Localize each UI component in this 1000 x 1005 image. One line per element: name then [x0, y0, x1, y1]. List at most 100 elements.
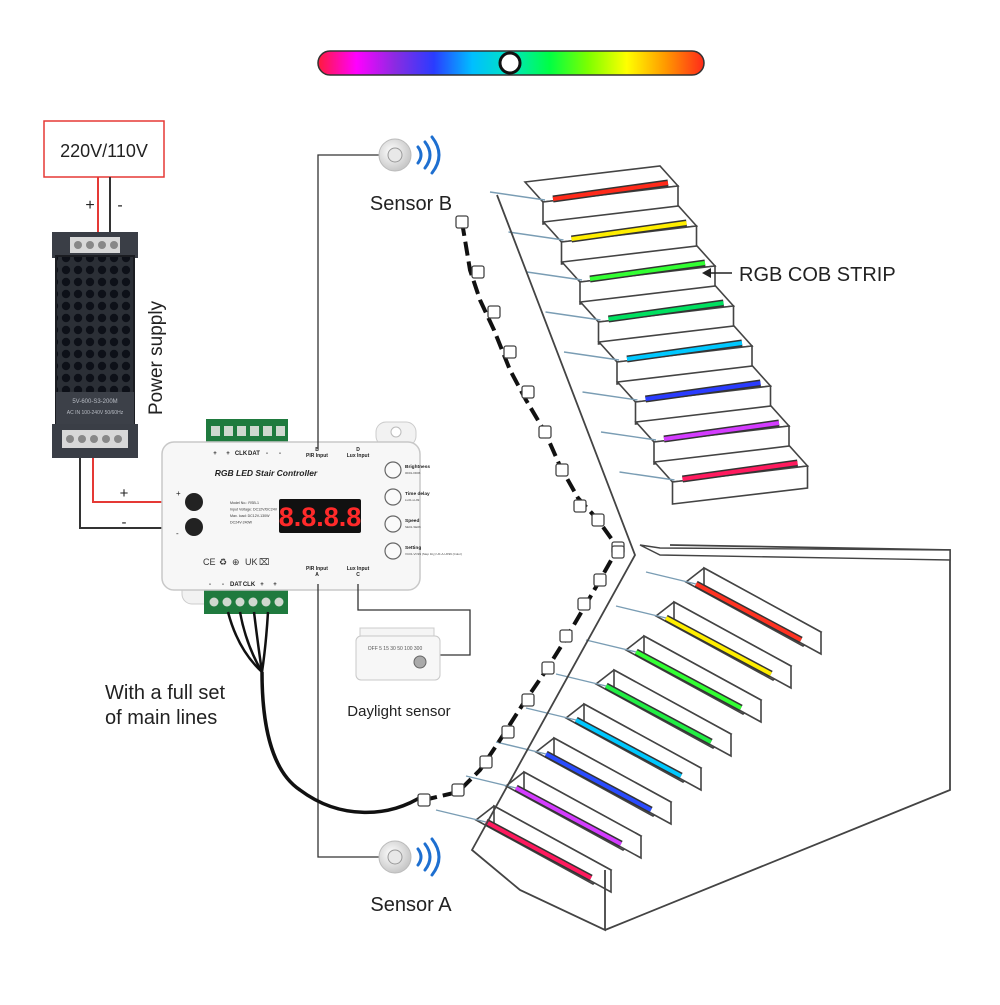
rgb-cob-strip-light	[663, 421, 780, 441]
top-terminal-label: +	[226, 451, 230, 457]
daylight-sensor-label: Daylight sensor	[347, 703, 450, 720]
strip-callout: RGB COB STRIP	[702, 264, 896, 286]
strip-wire	[645, 571, 697, 585]
bottom-terminal-label: +	[260, 582, 264, 588]
stair-connector-box	[501, 725, 515, 739]
power-supply-label: Power supply	[146, 300, 167, 415]
power-case-text-1: 5V-600-S3-200M	[72, 399, 117, 405]
top-terminal-block	[211, 426, 285, 436]
bottom-terminal-label: -	[209, 582, 211, 588]
color-slider-bar	[317, 50, 705, 76]
rgb-cob-strip-light	[552, 181, 669, 201]
strip-wire	[508, 231, 564, 241]
sensor-a: Sensor A	[370, 837, 452, 916]
svg-text:UK: UK	[245, 557, 258, 567]
sensor-a-label: Sensor A	[370, 894, 452, 916]
lux-input-c-port: C	[356, 572, 360, 578]
lux-input-d-port: Lux Input	[347, 453, 370, 459]
dc-plus-label: +	[120, 485, 129, 502]
svg-text:⊕: ⊕	[232, 557, 240, 567]
voltage-label: 220V/110V	[60, 141, 148, 161]
top-terminal-label: DAT	[248, 451, 260, 457]
controller-button-label: Setting	[405, 545, 421, 551]
strip-wire	[489, 191, 546, 201]
controller-button-label: Time delay	[405, 491, 430, 497]
arrow-left-icon	[702, 268, 711, 278]
strip-wire	[563, 351, 620, 361]
rgb-cob-strip-light	[571, 221, 687, 241]
pir-input-a-port: PIR Input	[306, 566, 328, 572]
strip-wire	[545, 311, 601, 321]
sensor-b: Sensor B	[370, 135, 452, 215]
svg-text:♻: ♻	[219, 557, 227, 567]
svg-text:CE: CE	[203, 557, 216, 567]
stair-connector-box	[521, 693, 535, 707]
bottom-terminal-label: CLK	[243, 582, 256, 588]
strip-wire	[619, 471, 675, 481]
controller-button-range: SE01-SE06	[405, 525, 421, 529]
main-lines-cable	[226, 611, 425, 815]
rgb-cob-strip-light	[645, 381, 761, 401]
stair-step	[508, 205, 699, 265]
rgb-cob-strip-light	[695, 582, 802, 642]
ac-plus-label: +	[85, 197, 94, 214]
lux-input-c-port: Lux Input	[347, 566, 370, 572]
stair-connector-box	[555, 463, 569, 477]
main-lines-label-1: With a full set	[105, 682, 225, 704]
rgb-cob-strip-light	[682, 461, 798, 481]
stair-connector-box	[455, 215, 469, 229]
controller-title: RGB LED Stair Controller	[215, 468, 318, 478]
strip-wire	[526, 271, 583, 281]
power-supply-unit: 5V-600-S3-200M AC IN 100-240V 50/60Hz	[52, 232, 138, 458]
bottom-terminal-label: DAT	[230, 582, 242, 588]
controller-plus-mark: +	[176, 489, 181, 498]
power-case-text-2: AC IN 100-240V 50/60Hz	[67, 410, 124, 416]
strip-wire	[465, 775, 517, 789]
stair-connector-box	[577, 597, 591, 611]
rgb-cob-strip-light	[515, 786, 622, 846]
stair-connector-box	[559, 629, 573, 643]
daylight-sensor: OFF 5 15 30 50 100 300 Daylight sensor	[347, 627, 451, 720]
stair-step	[582, 365, 773, 425]
rgb-cob-strip-light	[635, 650, 742, 710]
stair-connector-box	[417, 793, 431, 807]
signal-wave-icon	[416, 135, 441, 175]
stair-step	[563, 325, 754, 385]
lux-input-d-port: D	[356, 447, 360, 453]
stair-step	[465, 770, 643, 860]
pir-input-b-port: B	[315, 447, 319, 453]
dc-input-plus-jack	[185, 493, 203, 511]
stair-connector-box	[538, 425, 552, 439]
rgb-cob-strip-light	[605, 684, 712, 744]
stair-step	[526, 245, 717, 305]
top-terminal-label: +	[213, 451, 217, 457]
rgb-cob-strip-light	[545, 752, 652, 812]
strip-wire	[525, 707, 577, 721]
controller-button-range: LL01-LL99	[405, 498, 420, 502]
daylight-scale: OFF 5 15 30 50 100 300	[368, 646, 423, 652]
stair-step	[619, 445, 810, 505]
stair-connector-box	[521, 385, 535, 399]
stair-connector-box	[591, 513, 605, 527]
dc-minus-label: -	[122, 514, 127, 531]
stair-step	[495, 736, 673, 826]
rgb-cob-strip-light	[485, 820, 592, 880]
controller-info-line: Max. load: DC12V-130W	[230, 514, 270, 518]
controller-info-line: Input Voltage: DC12V/DC24V	[230, 508, 278, 512]
controller-button-label: Speed	[405, 518, 419, 524]
rgb-cob-strip-light	[665, 616, 772, 676]
stair-connector-box	[573, 499, 587, 513]
certification-marks: CE♻⊕UK⌧	[203, 557, 269, 567]
controller-info-line: DC24V-240W	[230, 521, 253, 525]
staircase-wall	[470, 194, 636, 932]
top-terminal-label: -	[279, 451, 281, 457]
stair-step	[525, 702, 703, 792]
ac-minus-label: -	[117, 197, 122, 214]
dc-input-minus-jack	[185, 518, 203, 536]
stair-connector-box	[479, 755, 493, 769]
